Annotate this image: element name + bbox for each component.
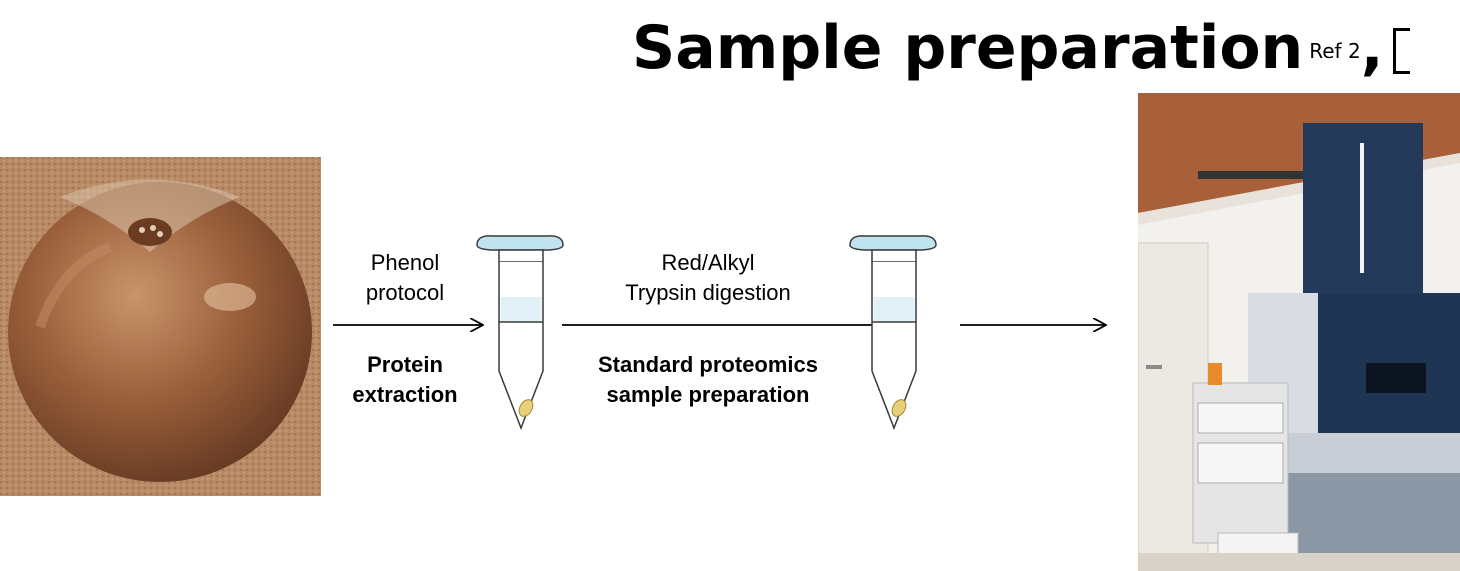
- tube-2: [849, 235, 937, 431]
- instrument-illustration: [1138, 93, 1460, 571]
- tomato-photo: [0, 157, 321, 496]
- step1-below-line1: Protein: [367, 352, 443, 377]
- mass-spectrometer-photo: [1138, 93, 1460, 571]
- step1-below-label: Protein extraction: [338, 350, 472, 410]
- title-reference: Ref 2: [1309, 39, 1361, 64]
- title-comma: ,: [1360, 13, 1384, 83]
- tomato-illustration: [0, 157, 321, 496]
- step2-above-line2: Trypsin digestion: [625, 280, 791, 305]
- step1-above-label: Phenol protocol: [343, 248, 467, 308]
- step1-below-line2: extraction: [352, 382, 458, 407]
- step2-above-label: Red/Alkyl Trypsin digestion: [575, 248, 841, 308]
- step2-below-label: Standard proteomics sample preparation: [563, 350, 853, 410]
- step1-above-line1: Phenol: [370, 250, 440, 275]
- step2-above-line1: Red/Alkyl: [661, 250, 755, 275]
- tube-1: [476, 235, 564, 431]
- step1-above-line2: protocol: [365, 280, 445, 305]
- step2-below-line1: Standard proteomics: [597, 352, 819, 377]
- title-cutoff-glyph: [1393, 28, 1411, 75]
- title-text: Sample preparation: [632, 13, 1304, 83]
- step2-below-line2: sample preparation: [606, 382, 810, 407]
